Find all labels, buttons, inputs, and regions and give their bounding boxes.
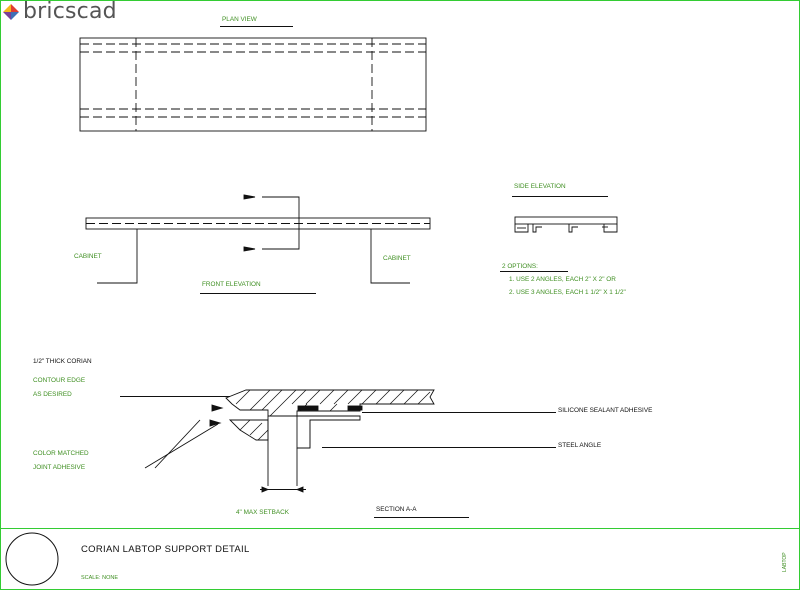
plan-view xyxy=(79,26,427,132)
option-2: 2. USE 3 ANGLES, EACH 1 1/2" X 1 1/2" xyxy=(509,289,626,296)
as-desired-label: AS DESIRED xyxy=(33,391,72,398)
option-1: 1. USE 2 ANGLES, EACH 2" X 2" OR xyxy=(509,276,616,283)
color-matched-label: COLOR MATCHED xyxy=(33,450,89,457)
cabinet-label-right: CABINET xyxy=(383,255,411,262)
silicone-label: SILICONE SEALANT ADHESIVE xyxy=(558,407,653,414)
bricscad-logo-icon xyxy=(3,4,19,20)
section-title: SECTION A-A xyxy=(376,506,417,513)
options-title: 2 OPTIONS: xyxy=(502,263,538,270)
title-block-circle xyxy=(5,532,59,586)
plan-view-title: PLAN VIEW xyxy=(222,16,257,23)
sheet-id: LABTOP xyxy=(782,552,788,572)
joint-adhesive-label: JOINT ADHESIVE xyxy=(33,464,86,471)
side-elevation xyxy=(500,196,618,272)
setback-label: 4" MAX SETBACK xyxy=(236,509,290,516)
corian-thickness-label: 1/2" THICK CORIAN xyxy=(33,358,92,365)
scale-label: SCALE: NONE xyxy=(81,575,118,581)
side-elevation-title: SIDE ELEVATION xyxy=(514,183,566,190)
drawing-title: CORIAN LABTOP SUPPORT DETAIL xyxy=(81,544,250,555)
section-a-a xyxy=(120,389,556,518)
contour-edge-label: CONTOUR EDGE xyxy=(33,377,86,384)
logo-text: bricscad xyxy=(23,0,117,24)
front-elevation xyxy=(85,194,431,294)
cabinet-label-left: CABINET xyxy=(74,253,102,260)
steel-angle-label: STEEL ANGLE xyxy=(558,442,602,449)
front-elevation-title: FRONT ELEVATION xyxy=(202,281,261,288)
bricscad-logo: bricscad xyxy=(2,0,117,24)
